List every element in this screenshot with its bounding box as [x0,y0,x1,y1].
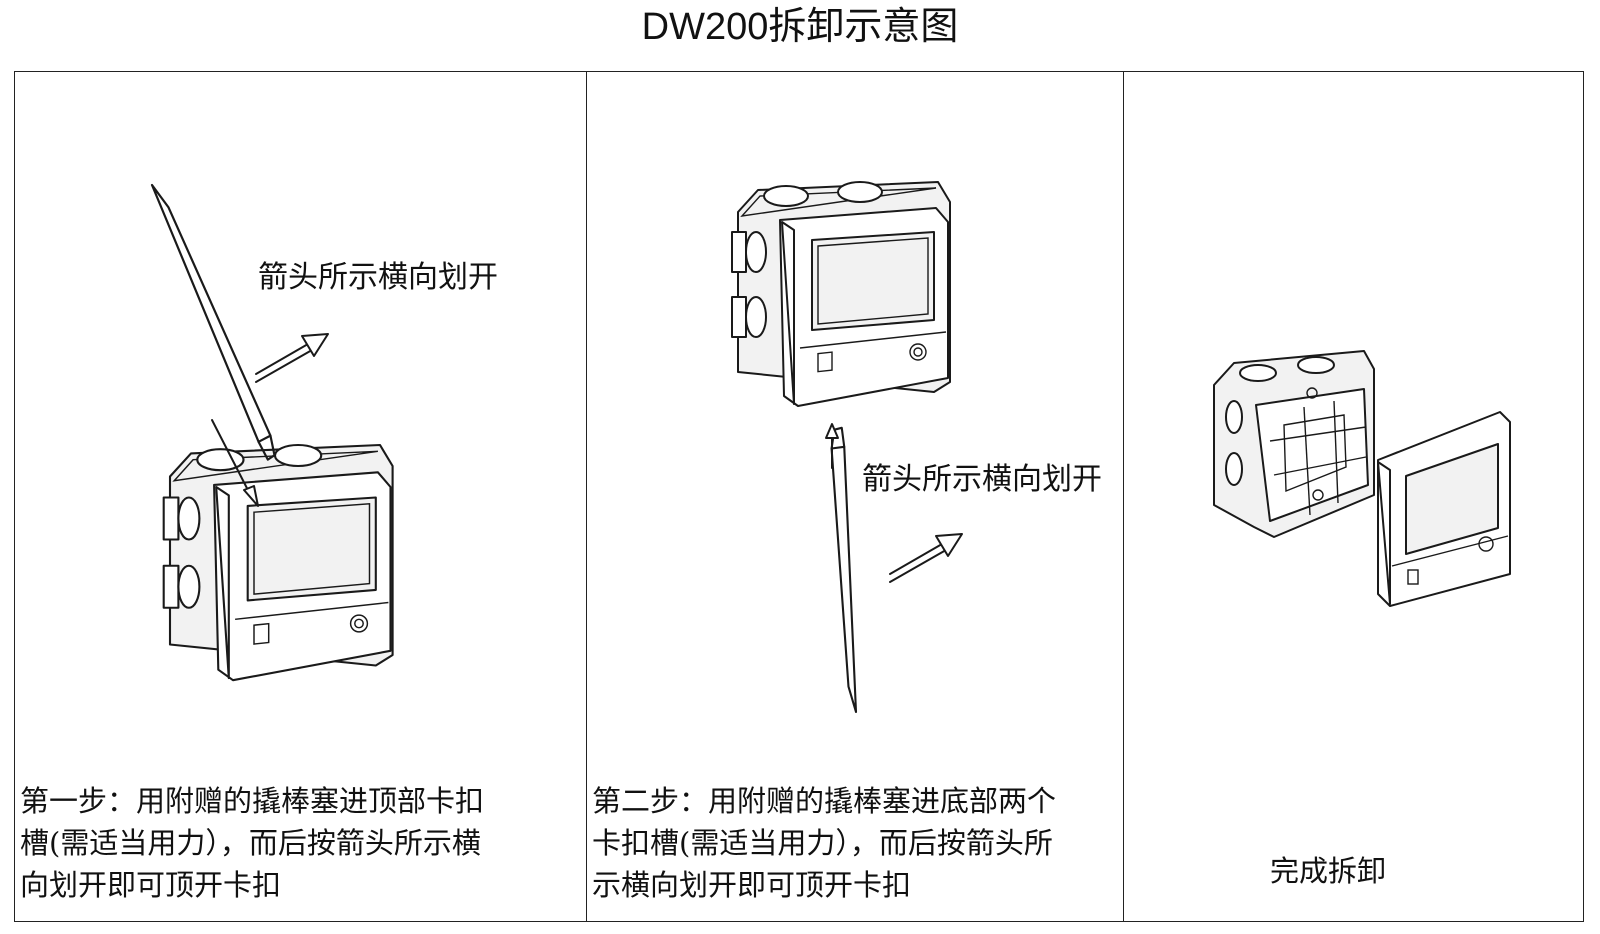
step1-arrow-icon [255,333,329,383]
face-panel-icon [1377,411,1511,607]
step2-caption-line: 卡扣槽(需适当用力），而后按箭头所 [592,826,1053,860]
step1-caption-line: 第一步：用附赠的撬棒塞进顶部卡扣 [20,784,485,818]
step2-caption-line: 示横向划开即可顶开卡扣 [592,868,912,902]
step2-device-icon [731,181,951,407]
step2-arrow-note: 箭头所示横向划开 [862,462,1102,497]
step1-arrow-note: 箭头所示横向划开 [258,260,498,295]
step1-pry-bar-icon [150,173,279,507]
mounting-box-icon [1213,350,1375,538]
step2-caption-line: 第二步：用附赠的撬棒塞进底部两个 [592,784,1057,818]
column-divider-1 [586,71,587,922]
step2-arrow-icon [889,533,963,583]
step3-caption-line: 完成拆卸 [1270,854,1387,888]
diagram-frame [14,71,1584,922]
page-title: DW200拆卸示意图 [641,6,959,48]
step3-caption: 完成拆卸 [1270,850,1386,892]
step1-device-icon [162,443,394,682]
step2-caption: 第二步：用附赠的撬棒塞进底部两个 卡扣槽(需适当用力），而后按箭头所 示横向划开… [592,780,1056,906]
column-divider-2 [1123,71,1124,922]
step1-caption-line: 槽(需适当用力），而后按箭头所示横 [20,826,481,860]
step2-pry-bar-icon [821,423,867,714]
step1-caption: 第一步：用附赠的撬棒塞进顶部卡扣 槽(需适当用力），而后按箭头所示横 向划开即可… [20,780,484,906]
step1-caption-line: 向划开即可顶开卡扣 [20,868,282,902]
